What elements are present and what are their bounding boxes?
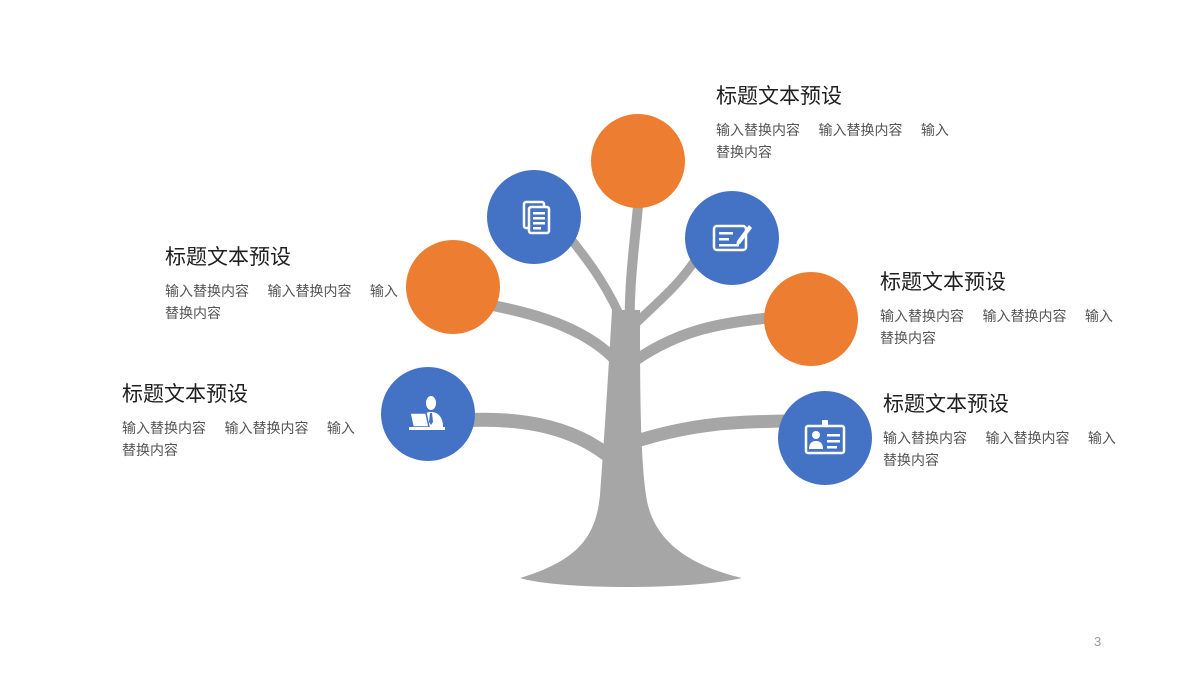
block-body: 输入替换内容 输入替换内容 输入替换内容 [880, 309, 1113, 347]
node-certificate [685, 191, 779, 285]
id-badge-icon [804, 420, 846, 455]
block-title: 标题文本预设 [122, 382, 248, 406]
block-title: 标题文本预设 [716, 84, 842, 108]
branch-right-mid [630, 312, 774, 366]
node-top-orange [591, 114, 685, 208]
text-block-left-upper: 标题文本预设 输入替换内容 输入替换内容 输入替换内容 [165, 243, 405, 325]
documents-icon [522, 200, 551, 235]
branch-right-low [633, 414, 792, 447]
block-body: 输入替换内容 输入替换内容 输入替换内容 [165, 284, 398, 322]
block-body: 输入替换内容 输入替换内容 输入替换内容 [122, 421, 355, 459]
branch-left-low [461, 412, 629, 475]
businessman-laptop-icon [409, 396, 445, 430]
text-block-right-lower: 标题文本预设 输入替换内容 输入替换内容 输入替换内容 [883, 390, 1123, 472]
node-left-orange [406, 240, 500, 334]
node-businessman [381, 367, 475, 461]
node-documents [487, 170, 581, 264]
branch-right-up [629, 251, 703, 330]
block-title: 标题文本预设 [883, 392, 1009, 416]
block-title: 标题文本预设 [880, 270, 1006, 294]
node-id-badge [778, 391, 872, 485]
text-block-left-lower: 标题文本预设 输入替换内容 输入替换内容 输入替换内容 [122, 380, 362, 462]
text-block-right-upper: 标题文本预设 输入替换内容 输入替换内容 输入替换内容 [880, 268, 1120, 350]
branch-left-mid [489, 300, 626, 371]
trunk [520, 310, 742, 587]
certificate-pen-icon [712, 224, 752, 252]
page-number: 3 [1094, 634, 1102, 649]
block-body: 输入替换内容 输入替换内容 输入替换内容 [716, 123, 949, 161]
node-right-orange [764, 272, 858, 366]
block-body: 输入替换内容 输入替换内容 输入替换内容 [883, 431, 1116, 469]
block-title: 标题文本预设 [165, 245, 291, 269]
text-block-top: 标题文本预设 输入替换内容 输入替换内容 输入替换内容 [716, 82, 956, 164]
